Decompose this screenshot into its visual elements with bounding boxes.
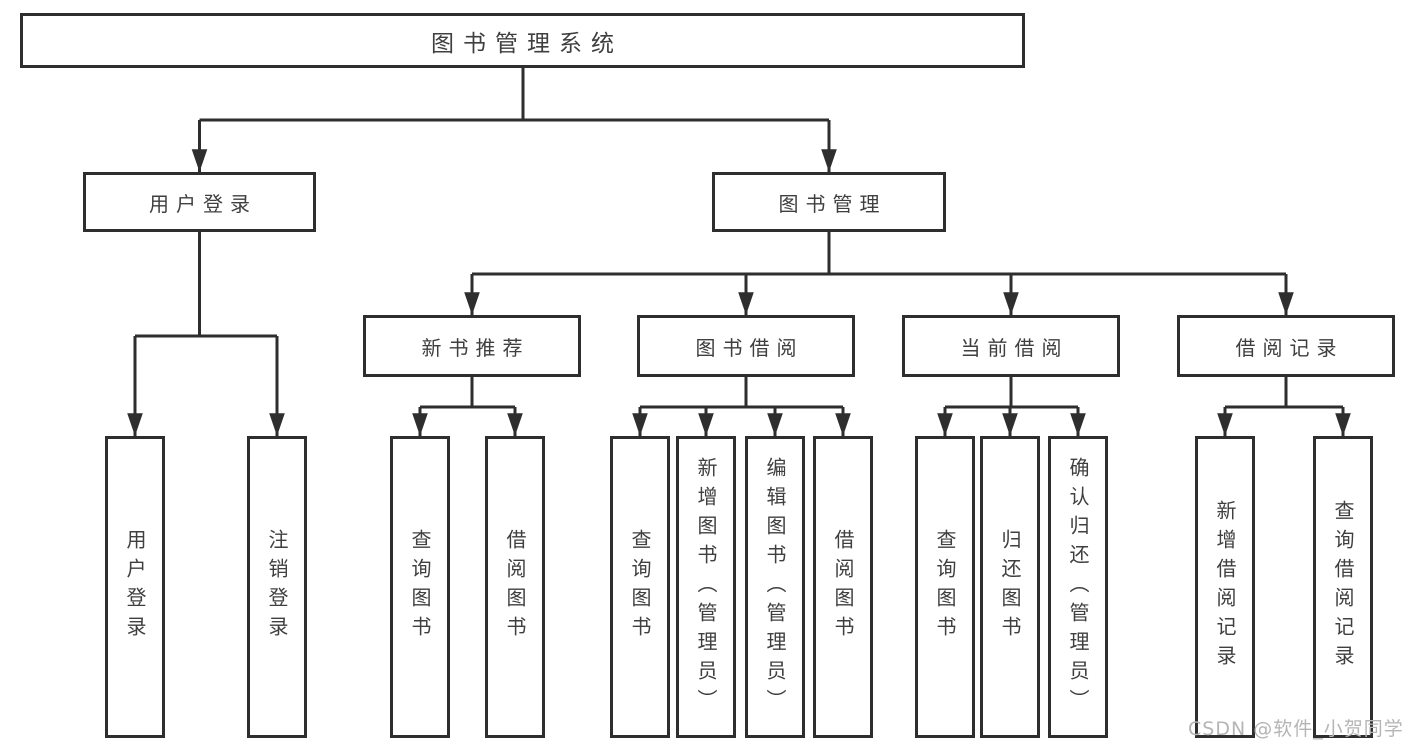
node-root-system: 图书管理系统	[20, 13, 1025, 68]
node-borrow-records: 借阅记录	[1177, 315, 1395, 377]
connector-current-borrow-children	[937, 377, 1086, 437]
csdn-watermark: CSDN @软件_小贺同学	[1188, 718, 1404, 740]
connector-new-book-recommend-children	[412, 377, 523, 437]
connector-root-to-level2	[191, 68, 837, 173]
leaf-query-books-recommend: 查询图书	[390, 436, 450, 738]
node-book-management: 图书管理	[712, 172, 946, 232]
leaf-return-books: 归还图书	[980, 436, 1040, 738]
node-new-book-recommend: 新书推荐	[363, 315, 581, 377]
leaf-add-borrow-record: 新增借阅记录	[1195, 436, 1255, 738]
leaf-logout: 注销登录	[247, 436, 307, 738]
leaf-user-login: 用户登录	[105, 436, 165, 738]
node-book-borrow: 图书借阅	[637, 315, 855, 377]
node-user-login: 用户登录	[83, 172, 316, 232]
connector-borrow-records-children	[1217, 377, 1351, 437]
leaf-add-books-admin: 新增图书（管理员）	[676, 436, 736, 738]
leaf-query-borrow-record: 查询借阅记录	[1313, 436, 1373, 738]
leaf-confirm-return-admin: 确认归还（管理员）	[1048, 436, 1108, 738]
leaf-borrow-books: 借阅图书	[813, 436, 873, 738]
connector-book-management-children	[464, 232, 1294, 316]
leaf-borrow-books-recommend: 借阅图书	[485, 436, 545, 738]
connector-book-borrow-children	[632, 377, 851, 437]
node-current-borrow: 当前借阅	[902, 315, 1120, 377]
leaf-query-books-borrow: 查询图书	[610, 436, 670, 738]
leaf-edit-books-admin: 编辑图书（管理员）	[745, 436, 805, 738]
connector-user-login-children	[127, 232, 285, 437]
leaf-query-books-current: 查询图书	[915, 436, 975, 738]
